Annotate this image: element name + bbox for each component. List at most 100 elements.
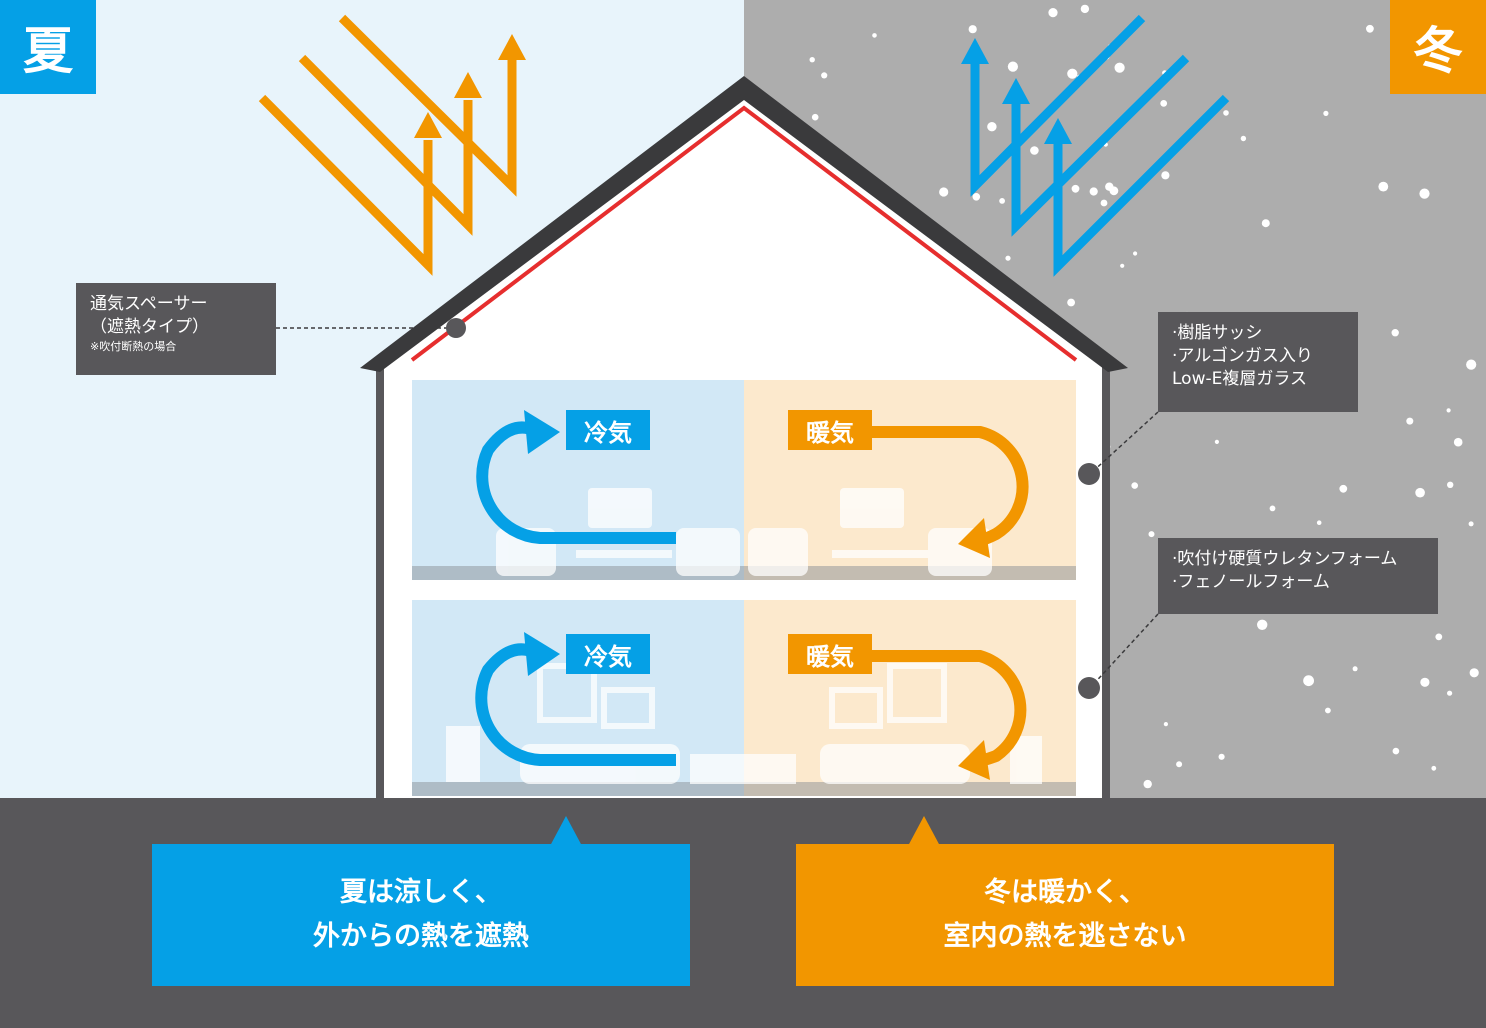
snowflake	[1316, 520, 1322, 525]
insulation-callout: ·吹付け硬質ウレタンフォーム ·フェノールフォーム	[1158, 538, 1438, 614]
snowflake	[1261, 219, 1270, 228]
cool-air-flow	[475, 421, 676, 766]
floor-lower	[412, 782, 1076, 796]
snowflake	[1161, 171, 1170, 180]
cool-air-label-upper: 冷気	[566, 410, 650, 450]
house-wall-right	[1102, 358, 1110, 798]
snowflake	[1257, 619, 1268, 630]
snowflake	[1114, 62, 1125, 73]
snowflake	[1378, 181, 1389, 192]
warm-air-label-upper: 暖気	[788, 410, 872, 450]
floor-upper	[412, 566, 1076, 580]
warm-air-label-lower: 暖気	[788, 634, 872, 674]
snowflake	[968, 25, 977, 34]
snowflake	[1160, 100, 1168, 107]
snowflake	[1176, 761, 1183, 768]
snowflake	[1100, 199, 1108, 207]
window-anchor-dot	[1078, 463, 1100, 485]
snowflake	[1240, 135, 1247, 142]
snowflake	[1214, 439, 1219, 444]
window-callout: ·樹脂サッシ ·アルゴンガス入り Low-E複層ガラス	[1158, 312, 1358, 412]
snowflake	[1352, 666, 1358, 672]
snowflake	[1339, 484, 1348, 493]
snowflake	[1067, 298, 1075, 307]
message-line: 外からの熱を遮熱	[313, 921, 529, 952]
summer-message: 夏は涼しく、 外からの熱を遮熱	[152, 844, 690, 986]
callout-note: ※吹付断熱の場合	[90, 340, 177, 353]
message-line: 夏は涼しく、	[340, 877, 502, 908]
warm-air-arrowheads	[958, 518, 990, 780]
callout-line: 通気スペーサー	[90, 294, 208, 314]
snowflake	[1269, 505, 1276, 512]
snowflake	[1030, 146, 1039, 155]
winter-badge: 冬	[1390, 0, 1486, 94]
snowflake	[1105, 182, 1114, 191]
vent-spacer-callout: 通気スペーサー （遮熱タイプ） ※吹付断熱の場合	[76, 283, 276, 375]
snowflake	[809, 57, 815, 63]
snowflake	[939, 187, 949, 197]
snowflake	[1067, 68, 1078, 79]
snowflake	[1143, 779, 1152, 789]
snowflake	[1005, 255, 1011, 261]
snowflake	[1163, 722, 1168, 727]
callout-line: ·フェノールフォーム	[1172, 572, 1330, 592]
snowflake	[987, 122, 997, 132]
callout-line: Low-E複層ガラス	[1172, 369, 1308, 389]
snowflake	[872, 33, 877, 38]
snowflake	[1466, 359, 1477, 370]
snowflake	[1048, 8, 1058, 18]
snowflake	[1447, 481, 1454, 488]
snowflake	[1223, 110, 1229, 116]
callout-line: （遮熱タイプ）	[90, 317, 209, 337]
snowflake	[1420, 677, 1430, 687]
snowflake	[1366, 24, 1374, 33]
summer-badge: 夏	[0, 0, 96, 94]
snowflake	[1007, 61, 1019, 72]
sunlight-reflection-arrows	[258, 14, 517, 276]
snowflake	[1325, 707, 1331, 714]
summer-message-pointer	[550, 816, 582, 846]
snowflake	[1303, 675, 1314, 687]
snowflake	[1431, 765, 1437, 771]
snowflake	[811, 113, 819, 121]
cold-arrowheads	[961, 38, 1072, 144]
callout-line: ·アルゴンガス入り	[1172, 346, 1313, 366]
reflective-layer	[410, 105, 1078, 362]
snowflake	[1218, 753, 1225, 760]
cool-air-label-lower: 冷気	[566, 634, 650, 674]
snowflake	[1469, 668, 1479, 678]
snowflake	[1089, 187, 1098, 196]
message-line: 冬は暖かく、	[984, 877, 1146, 908]
snowflake	[1415, 487, 1425, 498]
cool-air-arrowheads	[524, 410, 560, 676]
snowflake	[821, 72, 828, 79]
sunlight-arrowheads	[414, 34, 526, 138]
snowflake	[1133, 251, 1138, 256]
insulation-anchor-dot	[1078, 677, 1100, 699]
snowflake	[1392, 747, 1400, 755]
snowflake	[1446, 408, 1451, 413]
snowflake	[1406, 417, 1414, 425]
snowflake	[1419, 188, 1430, 199]
snowflake	[1080, 4, 1090, 14]
spacer-anchor-dot	[446, 318, 466, 338]
message-line: 室内の熱を逃さない	[943, 921, 1187, 952]
snowflake	[1391, 329, 1399, 337]
snowflake	[1131, 482, 1138, 489]
snowflake	[1447, 690, 1453, 696]
winter-message: 冬は暖かく、 室内の熱を逃さない	[796, 844, 1334, 986]
cold-reflection-arrows	[970, 14, 1230, 277]
snowflake	[1468, 521, 1474, 527]
snowflake	[1071, 184, 1080, 193]
leader-lines	[276, 327, 1159, 689]
snowflake	[1120, 263, 1125, 268]
callout-line: ·樹脂サッシ	[1172, 323, 1263, 343]
snowflake	[1323, 110, 1329, 116]
callout-line: ·吹付け硬質ウレタンフォーム	[1172, 549, 1398, 569]
snowflake	[999, 198, 1005, 204]
snowflake	[1453, 437, 1463, 447]
snowflake	[1148, 531, 1155, 538]
winter-message-pointer	[908, 816, 940, 846]
